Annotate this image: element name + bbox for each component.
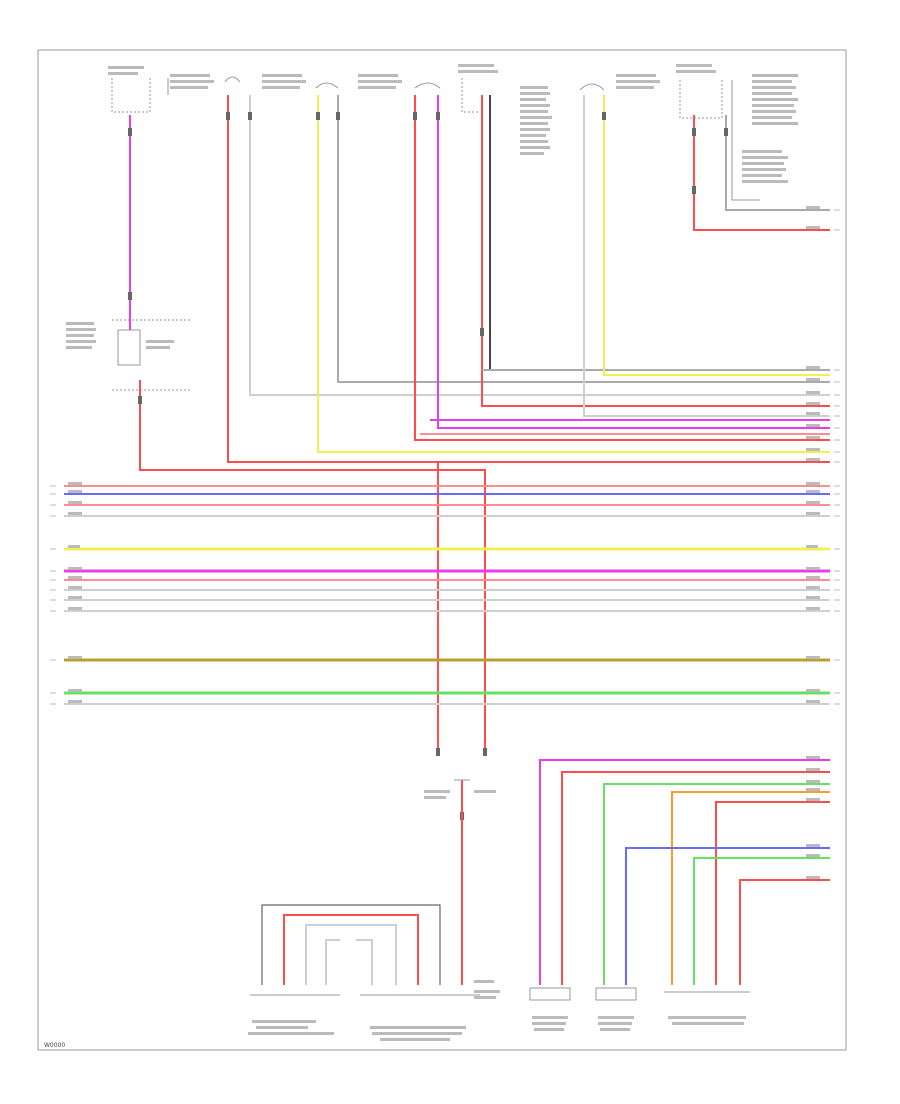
top-vertical-wires [129, 95, 830, 755]
bottom-left-bundle [261, 904, 463, 985]
junction-block [454, 779, 470, 950]
bottom-connectors [250, 987, 750, 1001]
junction-labels [424, 790, 496, 799]
top-components [111, 76, 760, 391]
bus-end-labels [68, 206, 820, 703]
bottom-connector-labels [248, 980, 746, 1041]
horizontal-bus [64, 485, 830, 705]
right-edge-markers [834, 209, 840, 705]
left-edge-markers [50, 485, 56, 705]
diagram-frame [37, 49, 847, 1051]
bottom-right-wires [539, 759, 830, 985]
component-label-marks [66, 64, 798, 349]
page-code: W0000 [44, 1042, 65, 1049]
connector-pins [128, 112, 728, 820]
bottom-right-end-labels [806, 756, 820, 879]
